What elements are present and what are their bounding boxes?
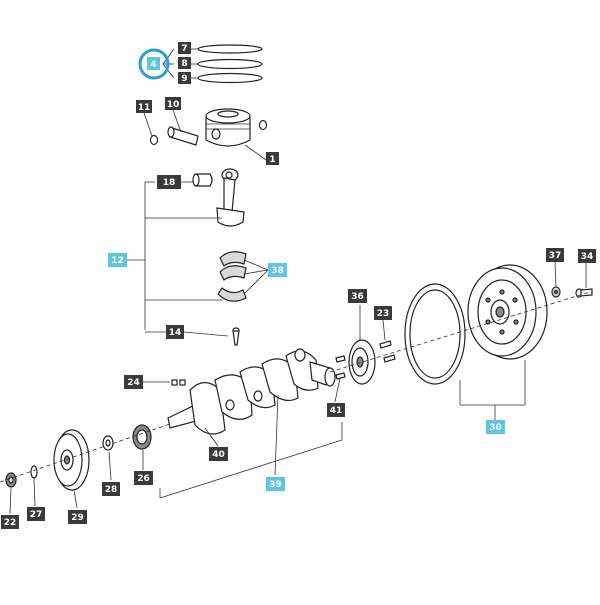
svg-text:14: 14 xyxy=(169,328,182,338)
svg-text:28: 28 xyxy=(105,485,118,495)
label-41[interactable]: 41 xyxy=(327,403,345,417)
piston-ring-9[interactable] xyxy=(197,72,263,84)
svg-text:29: 29 xyxy=(71,513,84,523)
svg-text:40: 40 xyxy=(212,450,225,460)
svg-text:12: 12 xyxy=(111,256,124,266)
label-22[interactable]: 22 xyxy=(1,515,19,529)
label-39[interactable]: 39 xyxy=(266,477,285,491)
label-14[interactable]: 14 xyxy=(166,325,184,339)
piston-ring-7[interactable] xyxy=(197,44,263,54)
svg-text:11: 11 xyxy=(138,103,151,113)
rear-flange[interactable] xyxy=(348,339,376,385)
label-23[interactable]: 23 xyxy=(374,306,392,320)
label-8[interactable]: 8 xyxy=(178,57,191,69)
label-11[interactable]: 11 xyxy=(136,100,152,113)
svg-text:38: 38 xyxy=(271,266,284,276)
circlip-right[interactable] xyxy=(258,119,268,131)
crank-key-24a[interactable] xyxy=(171,379,178,386)
label-7[interactable]: 7 xyxy=(178,42,191,54)
crank-key-24b[interactable] xyxy=(179,379,186,386)
svg-text:41: 41 xyxy=(330,406,343,416)
label-36[interactable]: 36 xyxy=(348,289,367,303)
label-34[interactable]: 34 xyxy=(578,249,596,263)
svg-text:18: 18 xyxy=(163,178,176,188)
label-18[interactable]: 18 xyxy=(157,175,181,189)
svg-text:39: 39 xyxy=(269,480,282,490)
bearing-shell-upper[interactable] xyxy=(219,251,247,267)
pulley-nut[interactable] xyxy=(5,472,17,488)
leader-lines xyxy=(9,48,587,515)
svg-text:8: 8 xyxy=(181,59,187,69)
crankshaft[interactable] xyxy=(167,348,336,435)
bearing-shell-mid[interactable] xyxy=(219,265,247,281)
dowel-pin-41b[interactable] xyxy=(335,372,346,380)
label-12[interactable]: 12 xyxy=(108,253,127,267)
svg-text:30: 30 xyxy=(489,423,502,433)
svg-text:24: 24 xyxy=(127,378,140,388)
piston[interactable] xyxy=(205,108,251,147)
label-4[interactable]: 4 xyxy=(147,57,160,70)
piston-ring-8[interactable] xyxy=(197,58,263,70)
small-end-bushing[interactable] xyxy=(192,173,213,187)
bearing-shell-lower[interactable] xyxy=(217,287,247,302)
label-1[interactable]: 1 xyxy=(266,152,279,165)
label-28[interactable]: 28 xyxy=(102,482,120,496)
rod-bolt[interactable] xyxy=(232,327,240,346)
pulley-washer[interactable] xyxy=(30,465,38,479)
svg-text:37: 37 xyxy=(549,251,562,261)
label-10[interactable]: 10 xyxy=(165,97,181,110)
label-24[interactable]: 24 xyxy=(124,375,143,389)
selection-ring xyxy=(138,48,170,80)
svg-text:22: 22 xyxy=(4,518,17,528)
svg-text:7: 7 xyxy=(181,44,187,54)
svg-text:36: 36 xyxy=(351,292,364,302)
connecting-rod[interactable] xyxy=(216,168,245,227)
label-27[interactable]: 27 xyxy=(27,507,45,521)
flywheel-bolt[interactable] xyxy=(575,288,593,298)
piston-pin[interactable] xyxy=(167,126,199,146)
front-washer[interactable] xyxy=(102,435,114,451)
label-30[interactable]: 30 xyxy=(486,420,505,434)
label-37[interactable]: 37 xyxy=(546,248,564,262)
svg-text:1: 1 xyxy=(269,155,275,165)
circlip-11[interactable] xyxy=(149,134,159,146)
crank-pulley[interactable] xyxy=(53,429,90,491)
label-38[interactable]: 38 xyxy=(268,263,287,277)
dowel-pin-41a[interactable] xyxy=(335,355,346,363)
svg-text:10: 10 xyxy=(167,100,180,110)
label-26[interactable]: 26 xyxy=(134,471,153,485)
svg-text:26: 26 xyxy=(137,474,150,484)
svg-text:34: 34 xyxy=(581,252,594,262)
label-9[interactable]: 9 xyxy=(178,72,191,84)
svg-text:4: 4 xyxy=(150,60,156,70)
dowel-pin-23a[interactable] xyxy=(379,340,392,349)
dowel-pin-23b[interactable] xyxy=(383,354,396,363)
svg-text:9: 9 xyxy=(181,74,187,84)
svg-text:27: 27 xyxy=(30,510,43,520)
axis-lines xyxy=(0,291,591,499)
timing-gear[interactable] xyxy=(132,424,152,450)
label-40[interactable]: 40 xyxy=(209,447,228,461)
flywheel-washer[interactable] xyxy=(551,286,561,298)
flywheel[interactable] xyxy=(467,264,548,360)
label-29[interactable]: 29 xyxy=(68,510,87,524)
svg-text:23: 23 xyxy=(377,309,390,319)
ring-gear[interactable] xyxy=(404,283,466,385)
